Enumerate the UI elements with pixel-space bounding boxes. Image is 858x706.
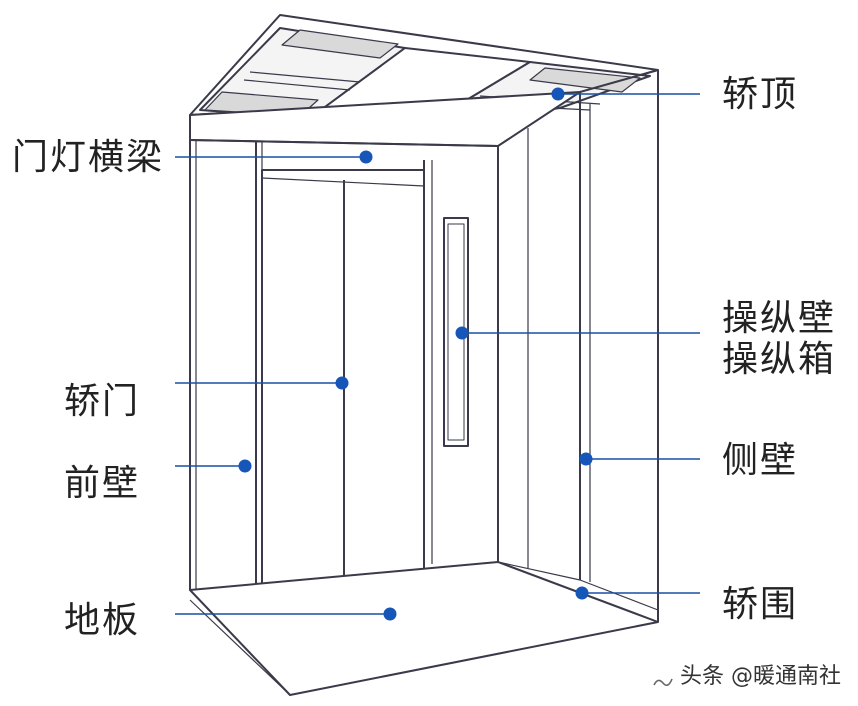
dot-front-wall	[238, 459, 252, 473]
grille-1	[281, 29, 399, 59]
label-floor: 地板	[64, 600, 141, 641]
label-control-wall: 操纵壁	[722, 298, 837, 339]
dot-side-wall	[579, 452, 593, 466]
watermark-logo-icon	[652, 670, 674, 687]
floor-plate	[189, 561, 659, 696]
dot-car-top	[551, 87, 565, 101]
label-car-top: 轿顶	[722, 74, 799, 115]
label-control-wall-box: 操纵壁 操纵箱	[722, 298, 836, 381]
label-side-wall: 侧壁	[722, 440, 799, 481]
label-car-door: 轿门	[64, 381, 141, 422]
watermark-text: 头条 @暖通南社	[680, 664, 841, 689]
label-car-enclosure: 轿围	[722, 584, 799, 625]
dot-door-light-beam	[359, 150, 373, 164]
label-front-wall: 前壁	[64, 463, 141, 504]
label-control-box: 操纵箱	[722, 339, 837, 381]
dot-control-wall	[455, 326, 469, 340]
watermark: 头条 @暖通南社	[652, 658, 841, 690]
dot-car-door	[335, 376, 349, 390]
dot-car-enclosure	[575, 586, 589, 600]
label-door-light-beam: 门灯横梁	[12, 137, 165, 178]
dot-floor	[383, 607, 397, 621]
